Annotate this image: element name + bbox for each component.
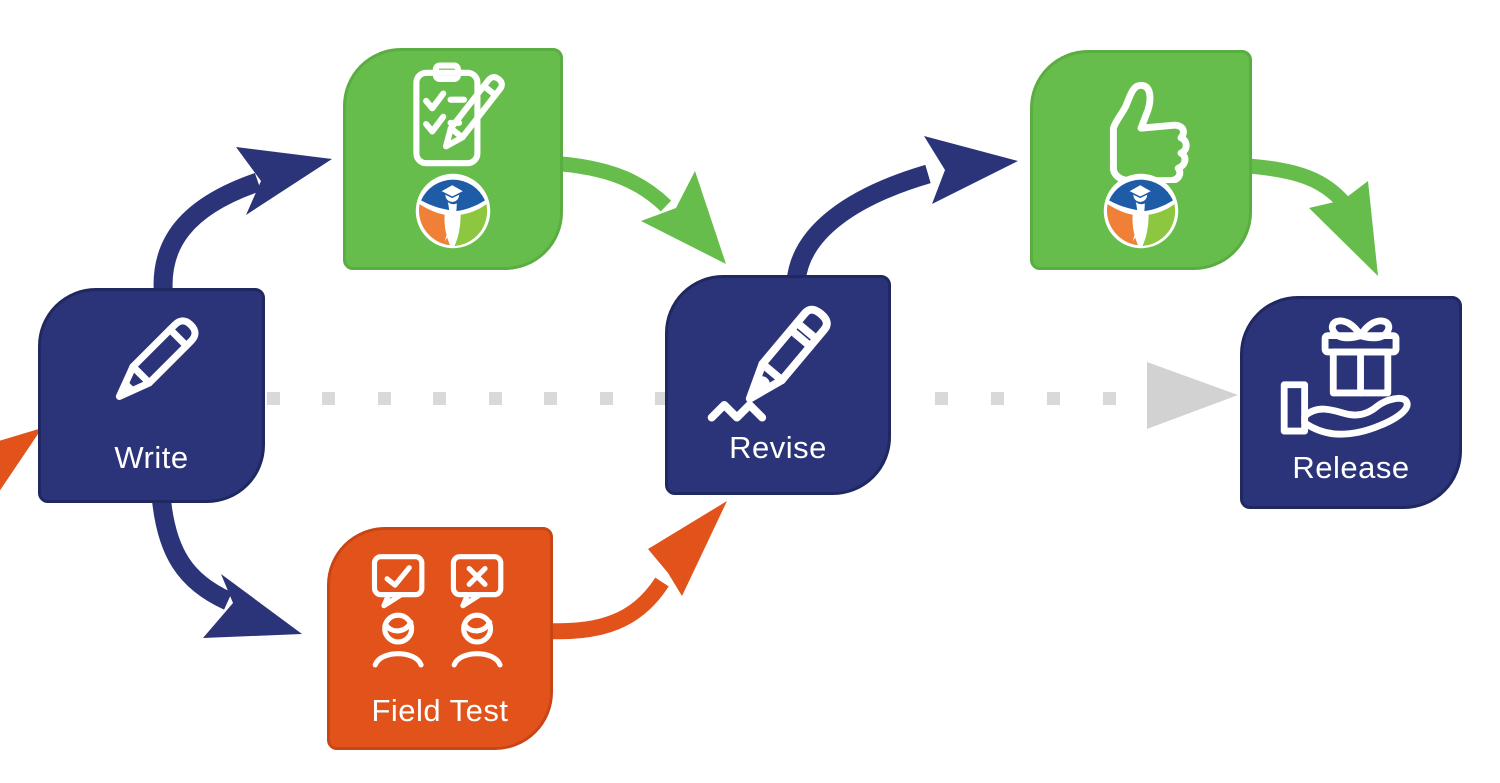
gift-in-hand-icon	[1280, 317, 1411, 438]
node-qa-review	[343, 48, 563, 270]
arrow-write-to-fieldtest	[151, 494, 302, 638]
pencil-icon	[115, 317, 198, 400]
node-field-test: Field Test	[327, 527, 553, 750]
education-logo-badge	[415, 173, 491, 249]
node-release: Release	[1240, 296, 1462, 509]
arrow-approval-to-release	[1247, 158, 1378, 276]
node-revise-label: Revise	[729, 430, 827, 465]
node-write-label: Write	[114, 440, 189, 475]
arrow-review-to-revise	[549, 155, 726, 264]
education-logo-badge	[1103, 173, 1179, 249]
clipboard-checklist-icon	[413, 62, 505, 167]
node-field-test-label: Field Test	[371, 693, 509, 728]
pen-writing-icon	[707, 305, 831, 422]
arrow-write-to-review	[153, 147, 332, 302]
timeline-arrowhead	[1147, 362, 1238, 429]
node-release-label: Release	[1292, 450, 1410, 485]
dashed-timeline	[267, 392, 1116, 405]
node-approval	[1030, 50, 1252, 270]
arrow-fieldtest-to-revise	[547, 501, 727, 640]
arrow-revise-to-approval	[786, 136, 1018, 284]
node-revise: Revise	[665, 275, 891, 495]
node-write: Write	[38, 288, 265, 503]
incoming-orange-arrowhead	[0, 428, 42, 491]
thumbs-up-icon	[1109, 81, 1190, 184]
people-feedback-icon	[371, 554, 504, 668]
